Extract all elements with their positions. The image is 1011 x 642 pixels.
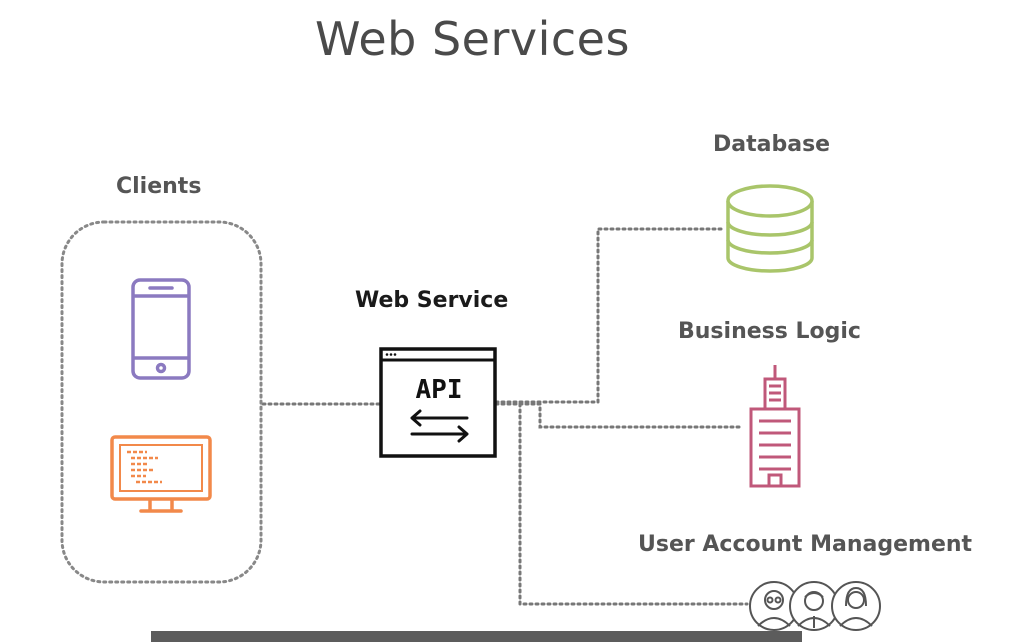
business-logic-label: Business Logic	[678, 319, 861, 344]
clients-group	[60, 220, 263, 584]
connector-webservice-users	[518, 402, 749, 606]
api-label: API	[416, 375, 463, 405]
database-label: Database	[713, 132, 831, 157]
clients-label: Clients	[116, 174, 202, 199]
users-icon	[749, 581, 881, 631]
web-service-label: Web Service	[355, 288, 509, 313]
bottom-bar	[151, 631, 802, 642]
database-icon	[726, 184, 814, 273]
connectors	[261, 227, 749, 606]
user-avatar-icon	[789, 581, 839, 631]
mobile-phone-icon	[131, 278, 191, 380]
api-window-icon	[379, 347, 497, 458]
user-account-management-label: User Account Management	[638, 532, 973, 557]
connector-webservice-business	[494, 402, 745, 429]
desktop-monitor-icon	[110, 435, 212, 513]
page-title: Web Services	[315, 12, 630, 66]
building-icon	[749, 365, 801, 488]
user-avatar-icon	[831, 581, 881, 631]
connector-webservice-database	[494, 227, 724, 404]
